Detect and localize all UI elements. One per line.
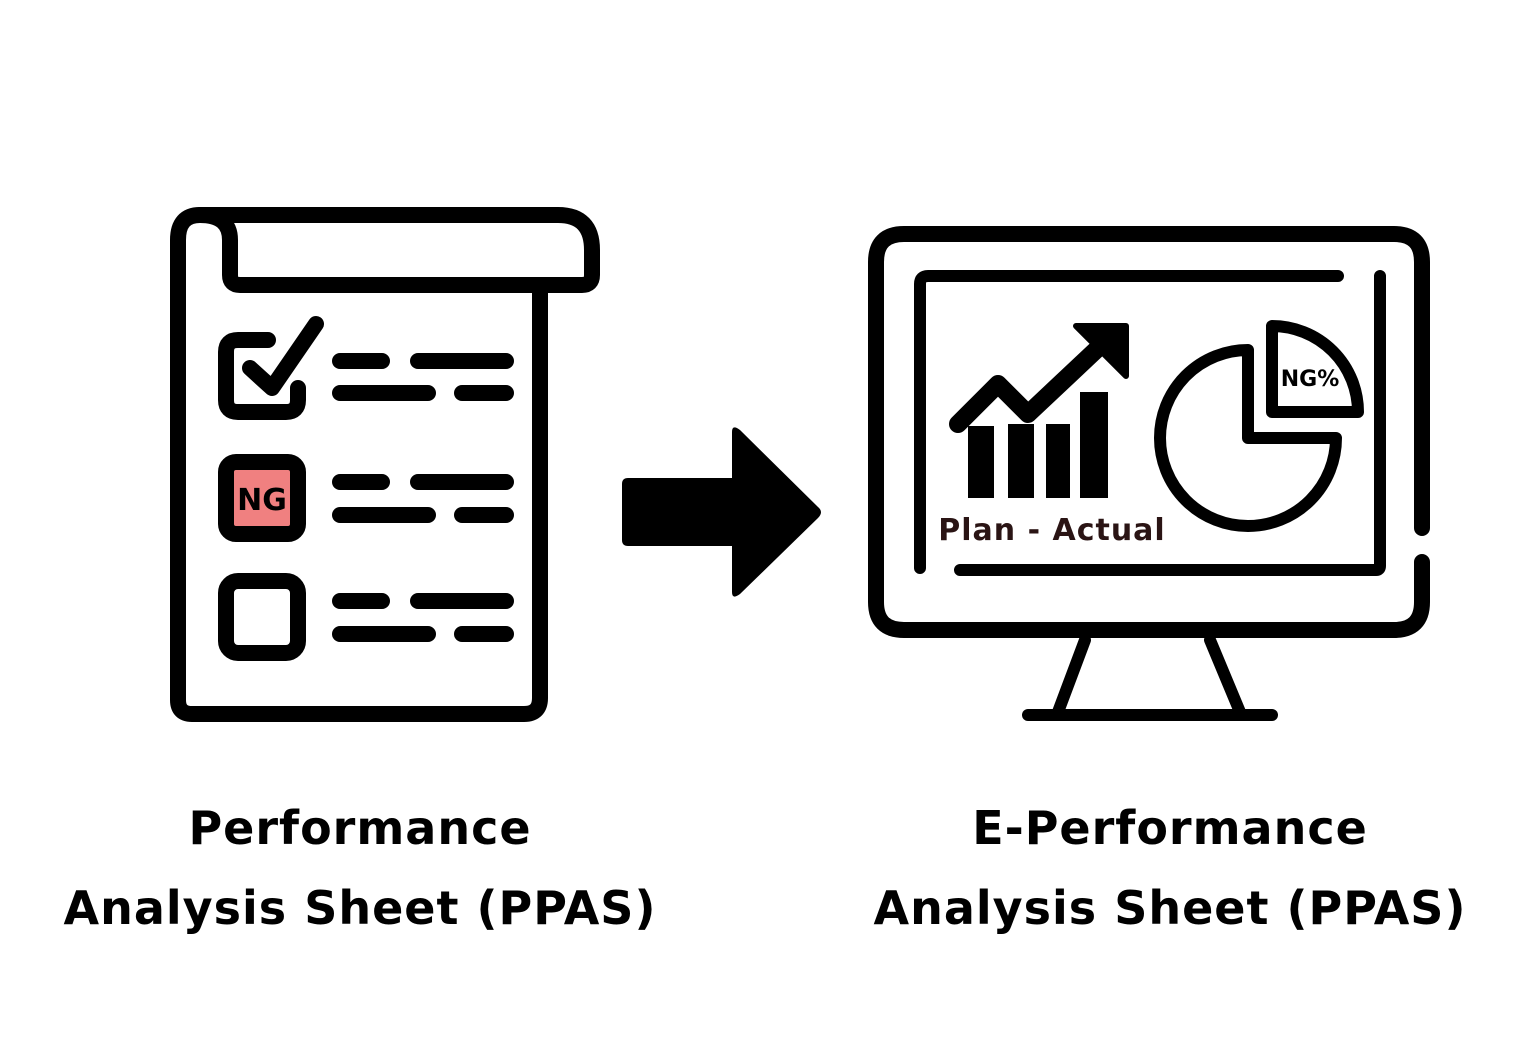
right-caption: E-Performance Analysis Sheet (PPAS) — [860, 788, 1480, 948]
text-lines-row-2 — [332, 474, 514, 523]
ng-percent-label: NG% — [1281, 367, 1340, 392]
left-caption-line-2: Analysis Sheet (PPAS) — [63, 881, 657, 935]
left-caption: Performance Analysis Sheet (PPAS) — [60, 788, 660, 948]
plan-actual-label: Plan - Actual — [938, 513, 1165, 548]
ng-status-badge: NG — [218, 454, 306, 542]
right-caption-line-2: Analysis Sheet (PPAS) — [873, 881, 1467, 935]
checklist-document-icon — [170, 207, 600, 722]
text-lines-row-3 — [332, 593, 514, 642]
checkmark-icon — [242, 316, 324, 396]
right-arrow-icon — [622, 427, 821, 597]
monitor-dashboard-icon — [868, 226, 1430, 721]
text-lines-row-1 — [332, 353, 514, 401]
trend-bar-chart-icon — [949, 323, 1129, 498]
ng-badge-label: NG — [237, 483, 287, 518]
pie-chart-icon — [1154, 320, 1364, 532]
checkbox-checked-icon — [218, 332, 306, 420]
checkbox-empty-icon — [218, 573, 306, 661]
right-caption-line-1: E-Performance — [972, 801, 1368, 855]
left-caption-line-1: Performance — [188, 801, 532, 855]
